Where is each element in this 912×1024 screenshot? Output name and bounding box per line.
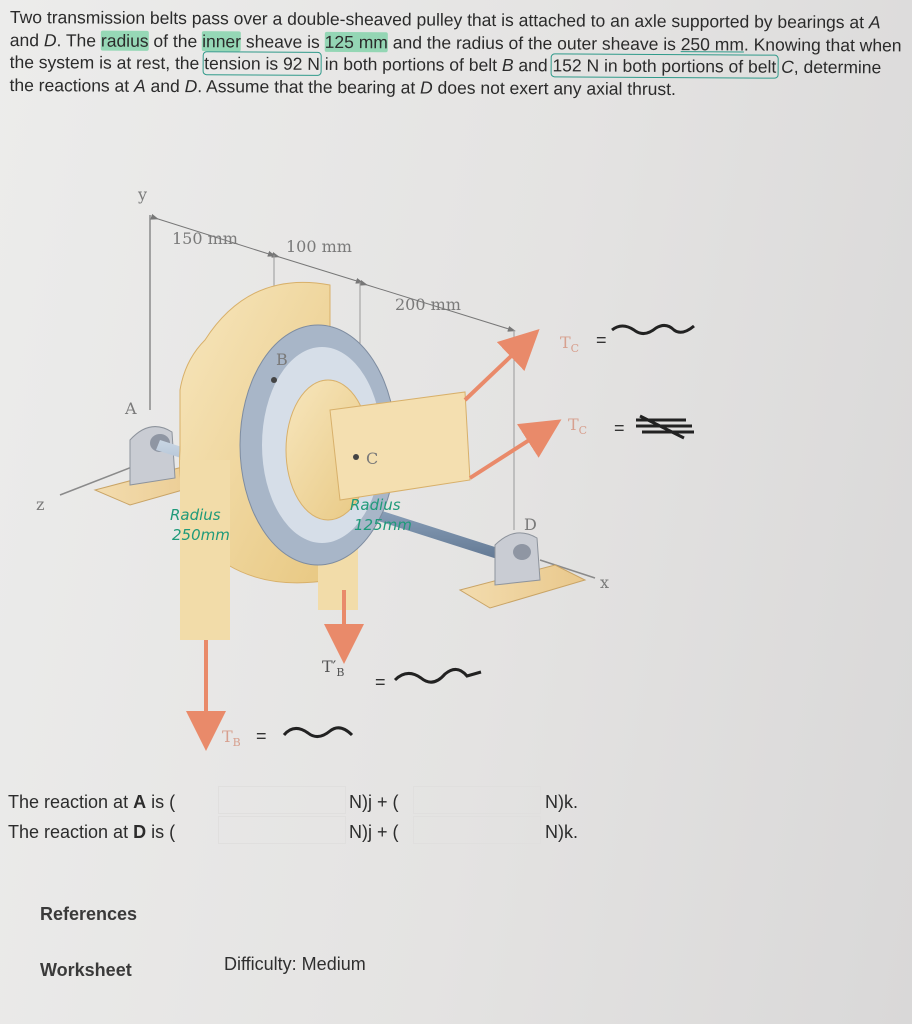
tc-top-label: TC [560,333,579,355]
point-d: D [420,77,433,98]
scribbled-value [636,414,694,440]
pulley-figure: y z x 150 mm 100 mm 200 mm A C B D TC = … [36,185,695,751]
answer-row-d: The reaction at D is ( N)j + ( N)k. [8,816,608,852]
reaction-a-k-input[interactable] [413,786,541,814]
tc-right-equals: = [614,418,625,438]
tb-label: TB [222,727,241,749]
scribbled-value [611,323,695,335]
tc-right-label: TC [568,415,587,437]
belt-c [329,391,471,501]
reaction-d-j-unit: N)j + ( [349,822,399,842]
reaction-d-k-input[interactable] [413,816,541,844]
reaction-d-k-unit: N)k. [545,822,578,842]
boxed-tension-b: tension is 92 N [202,51,323,76]
point-d: D [184,75,198,96]
label-a: A [124,399,137,418]
x-axis-label: x [600,573,609,592]
problem-statement: Two transmission belts pass over a doubl… [9,6,906,101]
belt-b-left-portion [180,460,230,640]
handwritten-outer-radius-label: Radius [170,506,221,524]
reaction-a-j-input[interactable] [218,786,346,814]
boxed-tension-c: 152 N in both portions of belt [550,53,779,79]
reaction-a-j-unit: N)j + ( [349,792,399,812]
worksheet-link[interactable]: Worksheet [40,960,132,980]
label-b: B [276,350,288,369]
handwritten-inner-radius-value: 125mm [354,516,412,534]
problem-text: and the radius of the outer sheave is [387,31,681,54]
dimension-100: 100 mm [286,237,352,256]
tc-top-equals: = [596,330,607,350]
highlight-inner-radius-value: 125 mm [324,31,388,52]
x-axis-line [539,559,596,579]
reaction-a-label: The reaction at A is ( [8,792,176,812]
problem-text: sheave is [240,30,325,52]
problem-text: of the [148,30,203,51]
point-c [353,454,359,460]
point-d: D [43,29,57,50]
highlight-inner: inner [202,30,242,51]
handwritten-inner-radius-label: Radius [350,496,401,514]
bearing-d [494,532,541,586]
problem-text: and [513,55,553,76]
problem-text: in both portions of belt [319,53,502,76]
tb-equals: = [256,726,267,746]
problem-text: and [9,29,44,50]
dim-line-150 [150,213,276,257]
difficulty-label: Difficulty: Medium [224,954,366,974]
answer-section: The reaction at A is ( N)j + ( N)k. The … [8,786,608,852]
tension-tc-right-arrow [468,419,562,480]
underlined-outer-radius-value: 250 mm [680,33,745,54]
tb-prime-equals: = [375,672,386,692]
y-axis-label: y [137,185,147,204]
problem-text: does not exert any axial thrust. [432,77,676,99]
z-axis-label: z [36,495,44,514]
problem-text: Two transmission belts pass over a doubl… [9,6,869,33]
reaction-d-label: The reaction at D is ( [8,822,176,842]
references-link[interactable]: References [40,904,138,924]
reaction-a-k-unit: N)k. [545,792,578,812]
handwritten-outer-radius-value: 250mm [172,526,230,544]
dimension-150: 150 mm [172,229,238,248]
dim-line-100 [271,251,364,284]
bearing-a [129,426,176,486]
tension-tc-top-arrow [463,328,540,402]
bearing-d-hole [513,544,531,560]
point-b [271,377,277,383]
highlight-radius: radius [100,30,149,51]
scribbled-value [282,726,354,738]
label-c: C [366,449,378,468]
problem-text: . Assume that the bearing at [197,75,421,98]
problem-text: . The [56,29,101,51]
answer-row-a: The reaction at A is ( N)j + ( N)k. [8,786,608,822]
tb-prime-label: T′B [322,657,344,679]
dimension-200: 200 mm [395,295,461,314]
dim-line-200 [359,279,516,332]
problem-text: and [145,75,185,96]
point-a: A [133,75,146,96]
label-d: D [524,515,537,534]
point-a: A [868,12,881,33]
scribbled-value [393,668,482,684]
belt-b: B [501,55,514,76]
reaction-d-j-input[interactable] [218,816,346,844]
belt-c: C [781,56,794,77]
